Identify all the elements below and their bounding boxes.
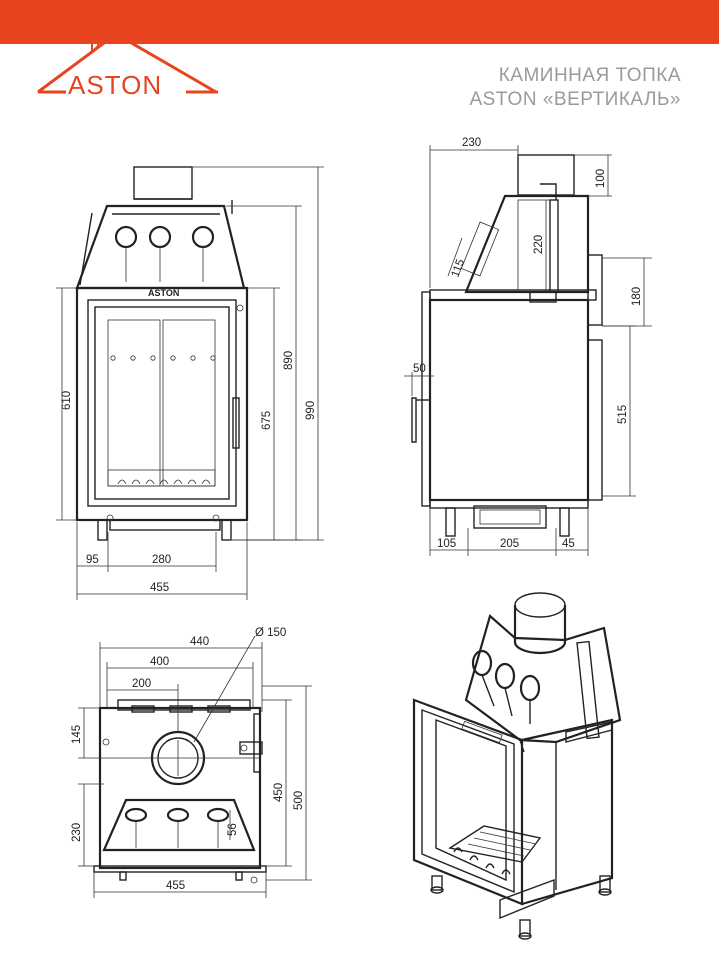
top-view: 440 400 200 Ø 150 145 230 56 [71,627,312,898]
isometric-view [412,592,622,940]
dim-inner-width: 280 [152,554,171,566]
dim-body-height: 890 [283,351,295,370]
dim-width-440: 440 [190,636,209,648]
dim-rear-depth: 45 [562,538,575,550]
dim-collar-height: 100 [595,169,607,188]
dim-front-145: 145 [71,725,83,744]
dim-angle-length: 115 [450,258,468,279]
dim-left-offset: 95 [86,554,99,566]
dim-front-depth: 105 [437,538,456,550]
front-view: ASTON 610 675 890 990 [56,166,324,600]
dim-door-height: 675 [261,411,273,430]
dim-lower-height: 515 [617,405,629,424]
dim-width-200: 200 [132,678,151,690]
dim-top-depth: 230 [462,137,481,149]
logo-text: ASTON [68,70,163,100]
dim-base-width: 455 [166,880,185,892]
dim-upper-height: 180 [631,287,643,306]
dim-hole-56: 56 [227,823,239,836]
dim-damper-height: 220 [533,235,545,254]
dim-rear-230: 230 [71,823,83,842]
side-view: 230 100 220 115 180 515 [404,137,652,556]
dim-depth-450: 450 [273,783,285,802]
door-logo-text: ASTON [148,288,179,298]
dim-width-400: 400 [150,656,169,668]
dim-glass-height: 610 [61,391,73,410]
product-title: КАМИННАЯ ТОПКА ASTON «ВЕРТИКАЛЬ» [469,64,681,112]
dim-flue-diameter: Ø 150 [255,627,286,639]
dim-depth-500: 500 [293,791,305,810]
dim-total-height: 990 [305,401,317,420]
dim-handle-offset: 50 [413,363,426,375]
rivet-row [110,355,216,361]
title-line-2: ASTON «ВЕРТИКАЛЬ» [469,89,681,110]
dim-mid-depth: 205 [500,538,519,550]
aston-roof-logo-icon [37,14,218,94]
dim-total-width: 455 [150,582,169,594]
title-line-1: КАМИННАЯ ТОПКА [498,65,681,86]
